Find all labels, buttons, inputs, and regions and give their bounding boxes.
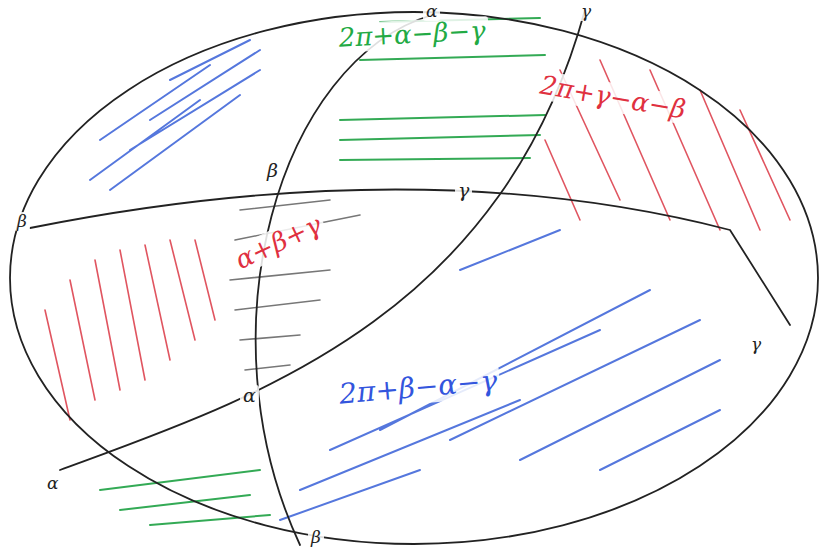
green-hatching xyxy=(100,18,545,525)
blue-hatching xyxy=(90,40,720,520)
angle-label: γ xyxy=(455,180,472,201)
red-hatching xyxy=(45,60,790,420)
area-formula: 2π+α−β−γ xyxy=(335,16,489,53)
area-formula: 2π+β−α−γ xyxy=(335,366,501,411)
angle-label: γ xyxy=(578,2,594,21)
great-circles xyxy=(10,10,818,545)
angle-label: α xyxy=(240,385,259,406)
angle-label: β xyxy=(308,528,324,547)
angle-label: γ xyxy=(748,335,764,354)
angle-label: β xyxy=(264,160,281,181)
area-formula: α+β+γ xyxy=(228,209,329,276)
area-formula: 2π+γ−α−β xyxy=(535,70,691,125)
angle-label: β xyxy=(14,212,30,231)
angle-label: α xyxy=(44,474,61,493)
